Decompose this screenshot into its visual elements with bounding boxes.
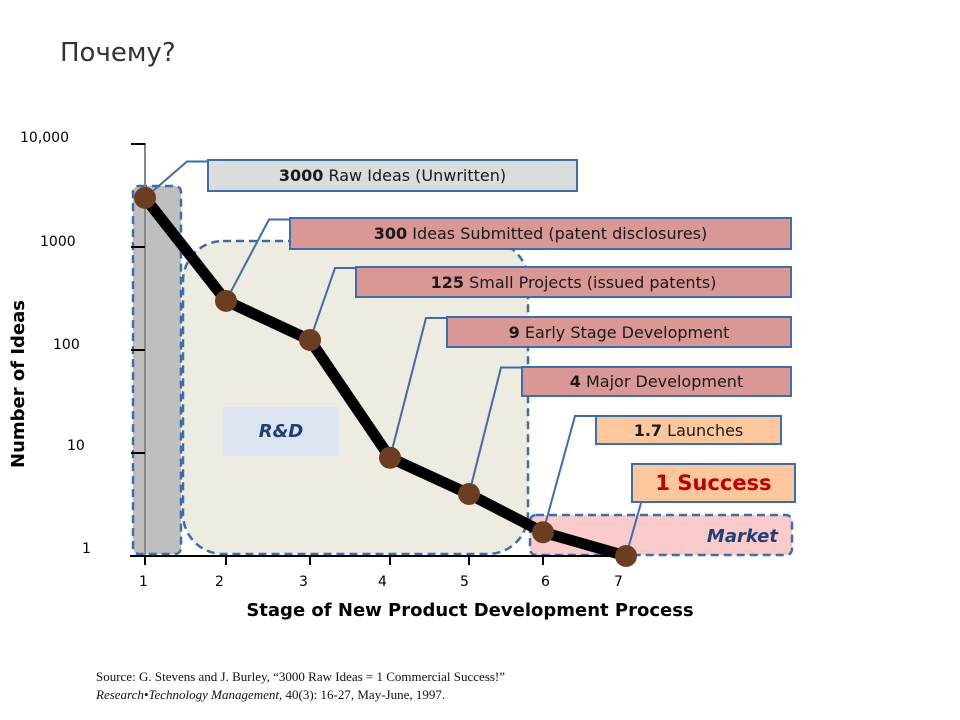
source-line-1: Source: G. Stevens and J. Burley, “3000 … [96,669,506,684]
x-tick-label: 6 [541,574,550,590]
slide-title: Почему? [60,38,176,68]
source-journal: Research•Technology Management, [96,687,283,702]
source-details: 40(3): 16-27, May-June, 1997. [282,687,446,702]
callout-connector [144,160,207,199]
callout-label: 125 Small Projects (issued patents) [355,266,792,298]
callout-count: 1.7 [633,420,663,440]
callout-connector [468,366,521,495]
data-point [215,289,237,312]
source-line-2: Research•Technology Management, 40(3): 1… [96,686,505,704]
x-tick-label: 3 [299,574,308,590]
callout-connector [389,317,446,458]
callout-label: 1 Success [631,463,796,503]
data-point [532,521,554,544]
callout-label: 1.7 Launches [595,415,782,445]
callout-text: Early Stage Development [519,322,730,342]
data-point [615,545,637,567]
callout-text: 1 Success [655,471,772,495]
callout-connector [309,267,355,341]
x-tick-label: 4 [378,574,387,590]
x-tick-label: 5 [460,574,469,590]
callout-connector [542,415,595,533]
y-tick-label: 1 [82,541,91,557]
callout-text: Major Development [580,372,744,391]
callout-label: 3000 Raw Ideas (Unwritten) [207,159,578,192]
y-axis-label: Number of Ideas [8,300,29,468]
x-tick-label: 1 [139,574,148,590]
data-point [458,482,480,505]
callout-text: Ideas Submitted (patent disclosures) [407,224,708,243]
y-tick-label: 10 [67,438,85,454]
data-point [379,446,401,469]
x-axis-label: Stage of New Product Development Process [246,600,693,621]
y-tick-label: 100 [53,337,80,353]
callout-label: 300 Ideas Submitted (patent disclosures) [289,217,792,250]
callout-connector [225,218,289,302]
x-tick-label: 7 [614,574,623,590]
callout-count: 4 [569,372,581,391]
rd-label: R&D [223,407,339,456]
callout-text: Small Projects (issued patents) [463,272,717,292]
callout-label: 4 Major Development [521,366,792,397]
callout-count: 125 [430,272,464,292]
data-point [134,186,156,209]
market-label: Market [706,525,778,547]
callout-count: 9 [508,322,520,342]
callout-label: 9 Early Stage Development [446,316,792,348]
y-tick-label: 10,000 [20,130,69,146]
data-point [299,329,321,352]
y-tick-label: 1000 [40,234,76,250]
callout-count: 300 [373,224,408,243]
callout-text: Raw Ideas (Unwritten) [323,166,507,185]
callout-count: 3000 [278,166,324,185]
callout-text: Launches [662,420,744,440]
x-tick-label: 2 [215,574,224,590]
source-citation: Source: G. Stevens and J. Burley, “3000 … [96,668,505,704]
